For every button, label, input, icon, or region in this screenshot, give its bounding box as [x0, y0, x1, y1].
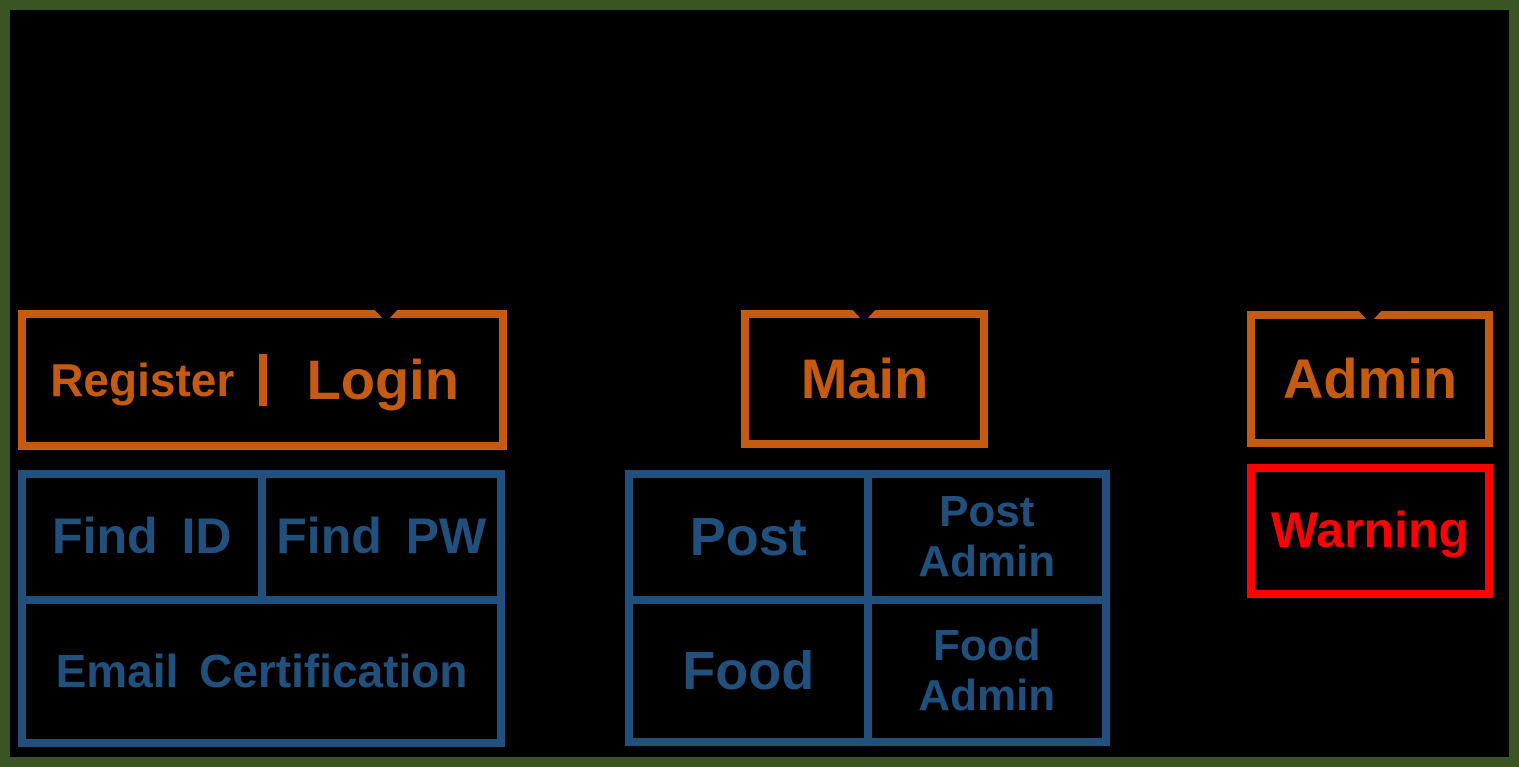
find-id-box: Find ID: [26, 478, 266, 597]
main-sub-group: Post Post Admin Food Food Admin: [625, 470, 1110, 746]
admin-label: Admin: [1282, 346, 1458, 410]
find-pw-label: Find PW: [276, 508, 487, 565]
post-admin-label: Post Admin: [918, 486, 1056, 587]
food-admin-label: Food Admin: [918, 620, 1056, 721]
admin-box: Admin: [1247, 311, 1493, 447]
register-login-group: Register Login: [18, 310, 507, 450]
warning-label: Warning: [1270, 502, 1470, 559]
login-box: Login: [267, 348, 500, 412]
food-box: Food: [633, 604, 872, 738]
admin-connector-arrowhead-icon: [1357, 309, 1383, 323]
email-certification-label: Email Certification: [55, 645, 468, 698]
post-admin-box: Post Admin: [872, 478, 1103, 596]
post-label: Post: [689, 507, 807, 568]
register-box: Register: [26, 353, 267, 407]
account-recovery-group: Find ID Find PW Email Certification: [18, 470, 505, 747]
food-admin-box: Food Admin: [872, 604, 1103, 738]
email-certification-box: Email Certification: [26, 604, 497, 739]
login-connector-arrowhead-icon: [373, 308, 399, 322]
warning-box: Warning: [1247, 464, 1493, 598]
register-label: Register: [50, 353, 235, 406]
main-label: Main: [800, 346, 929, 410]
login-label: Login: [306, 347, 459, 411]
main-box: Main: [741, 310, 988, 448]
main-connector-arrowhead-icon: [851, 308, 877, 322]
food-label: Food: [682, 641, 815, 702]
find-id-label: Find ID: [52, 508, 232, 565]
find-pw-box: Find PW: [266, 478, 498, 596]
post-box: Post: [633, 478, 872, 597]
